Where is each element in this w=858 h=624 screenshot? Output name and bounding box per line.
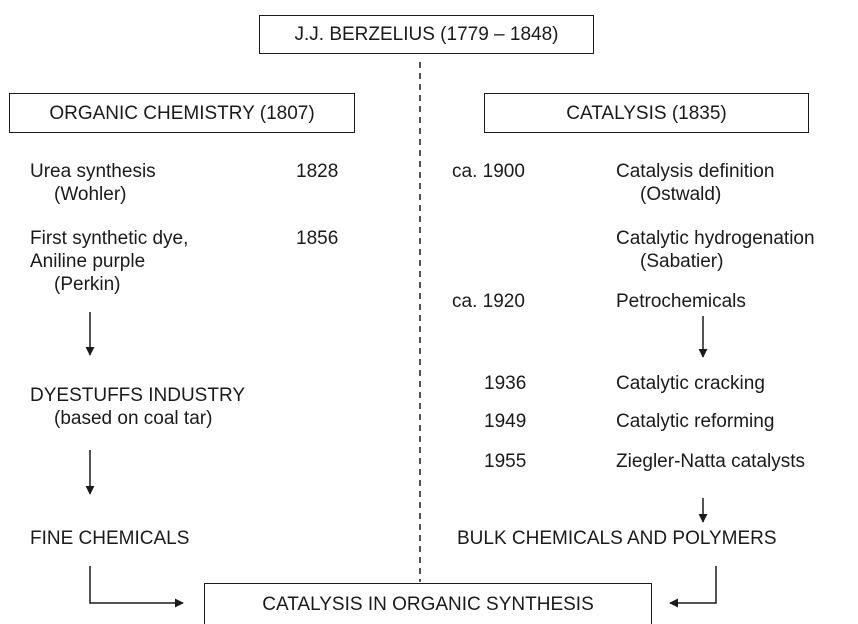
ziegler-label: Ziegler-Natta catalysts xyxy=(616,451,806,472)
hydrogenation-label: Catalytic hydrogenation xyxy=(616,228,815,249)
urea-year: 1828 xyxy=(296,161,339,182)
organic-heading: ORGANIC CHEMISTRY (1807) xyxy=(49,102,315,124)
result-label: CATALYSIS IN ORGANIC SYNTHESIS xyxy=(262,593,594,615)
title: J.J. BERZELIUS (1779 – 1848) xyxy=(294,24,559,45)
petro-year: ca. 1920 xyxy=(452,291,525,312)
result-box: CATALYSIS IN ORGANIC SYNTHESIS xyxy=(204,583,652,624)
definition-label: Catalysis definition xyxy=(616,161,775,182)
reforming-label: Catalytic reforming xyxy=(616,411,775,432)
urea-who: (Wohler) xyxy=(54,184,127,205)
definition-who: (Ostwald) xyxy=(640,184,722,205)
dyestuffs-label: DYESTUFFS INDUSTRY xyxy=(30,385,246,406)
urea-label: Urea synthesis xyxy=(30,161,156,182)
arrow-bulk-to-result xyxy=(669,566,717,608)
definition-year: ca. 1900 xyxy=(452,161,525,182)
ziegler-year: 1955 xyxy=(484,451,527,472)
dyestuffs-sub: (based on coal tar) xyxy=(54,408,213,429)
catalysis-heading-box: CATALYSIS (1835) xyxy=(484,93,809,133)
dye-year: 1856 xyxy=(296,228,339,249)
bulk-chemicals: BULK CHEMICALS AND POLYMERS xyxy=(457,528,777,549)
title-box: J.J. BERZELIUS (1779 – 1848) xyxy=(259,15,594,54)
cracking-year: 1936 xyxy=(484,373,527,394)
organic-heading-box: ORGANIC CHEMISTRY (1807) xyxy=(9,93,355,133)
dye-who: (Perkin) xyxy=(54,274,121,295)
reforming-year: 1949 xyxy=(484,411,527,432)
hydrogenation-who: (Sabatier) xyxy=(640,251,724,272)
cracking-label: Catalytic cracking xyxy=(616,373,765,394)
arrow-fine-to-result xyxy=(89,566,184,608)
catalysis-heading: CATALYSIS (1835) xyxy=(566,102,727,124)
dye-label-1: First synthetic dye, xyxy=(30,228,189,249)
dye-label-2: Aniline purple xyxy=(30,251,146,272)
fine-chemicals: FINE CHEMICALS xyxy=(30,528,190,549)
petro-label: Petrochemicals xyxy=(616,291,746,312)
